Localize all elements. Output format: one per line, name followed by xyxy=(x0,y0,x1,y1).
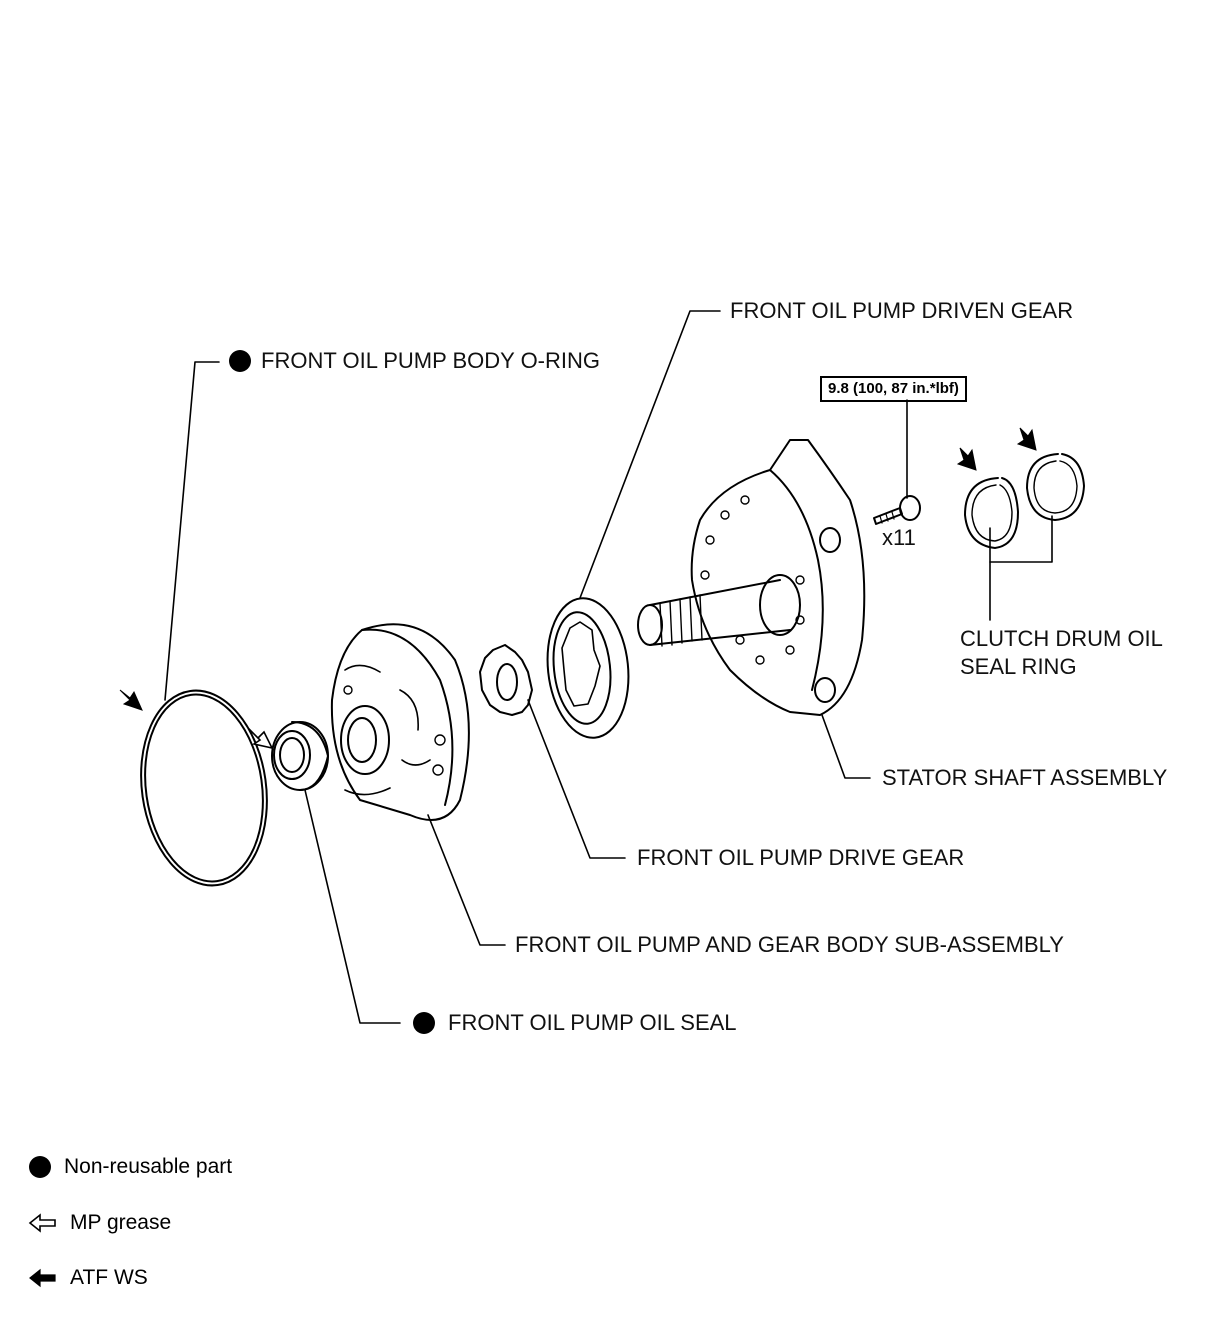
non-reusable-dot-o-ring xyxy=(229,350,251,372)
legend-atf-ws: ATF WS xyxy=(28,1263,148,1293)
atf-ws-arrows xyxy=(119,427,1037,711)
leader-lines xyxy=(164,310,1053,1024)
oil-seal-part xyxy=(271,721,329,791)
leader-drive-gear xyxy=(527,699,626,859)
seal-ring-part-2 xyxy=(1026,453,1085,521)
o-ring-part xyxy=(140,689,268,887)
solid-arrow-icon xyxy=(29,1268,56,1288)
label-drive-gear: FRONT OIL PUMP DRIVE GEAR xyxy=(637,845,965,870)
leader-oil-seal xyxy=(304,789,401,1024)
driven-gear-part xyxy=(546,597,630,739)
legend-mp-grease-text: MP grease xyxy=(70,1211,172,1234)
label-gear-body: FRONT OIL PUMP AND GEAR BODY SUB-ASSEMBL… xyxy=(515,932,1064,957)
atf-arrow-ring-1 xyxy=(956,447,977,471)
atf-arrow-o-ring xyxy=(119,689,143,711)
seal-ring-part-1 xyxy=(964,477,1019,549)
legend-atf-ws-text: ATF WS xyxy=(70,1266,148,1289)
leader-o-ring xyxy=(164,361,220,701)
mp-grease-arrow xyxy=(247,727,274,750)
atf-arrow-ring-2 xyxy=(1016,427,1037,451)
legend-mp-grease: MP grease xyxy=(28,1208,171,1238)
label-oil-seal: FRONT OIL PUMP OIL SEAL xyxy=(448,1010,737,1035)
leader-stator xyxy=(821,714,871,779)
legend-non-reusable-text: Non-reusable part xyxy=(64,1155,233,1178)
leader-gear-body xyxy=(427,814,506,946)
pump-body-part xyxy=(330,623,470,821)
label-stator-shaft: STATOR SHAFT ASSEMBLY xyxy=(882,765,1168,790)
hollow-arrow-icon xyxy=(28,1213,56,1233)
legend-non-reusable: Non-reusable part xyxy=(28,1152,232,1182)
torque-spec-box: 9.8 (100, 87 in.*lbf) xyxy=(820,376,967,402)
label-driven-gear: FRONT OIL PUMP DRIVEN GEAR xyxy=(730,298,1074,323)
label-bolt-qty: x11 xyxy=(882,525,916,550)
filled-circle-icon xyxy=(29,1156,51,1178)
drive-gear-part xyxy=(479,644,533,716)
stator-shaft-part xyxy=(637,439,866,716)
label-seal-ring-line2: SEAL RING xyxy=(960,654,1077,679)
bolt-part xyxy=(873,495,921,525)
leader-driven-gear xyxy=(579,310,721,599)
label-seal-ring-line1: CLUTCH DRUM OIL xyxy=(960,626,1163,651)
non-reusable-dot-oil-seal xyxy=(413,1012,435,1034)
label-body-o-ring: FRONT OIL PUMP BODY O-RING xyxy=(261,348,601,373)
leader-seal-ring-b xyxy=(989,515,1053,563)
